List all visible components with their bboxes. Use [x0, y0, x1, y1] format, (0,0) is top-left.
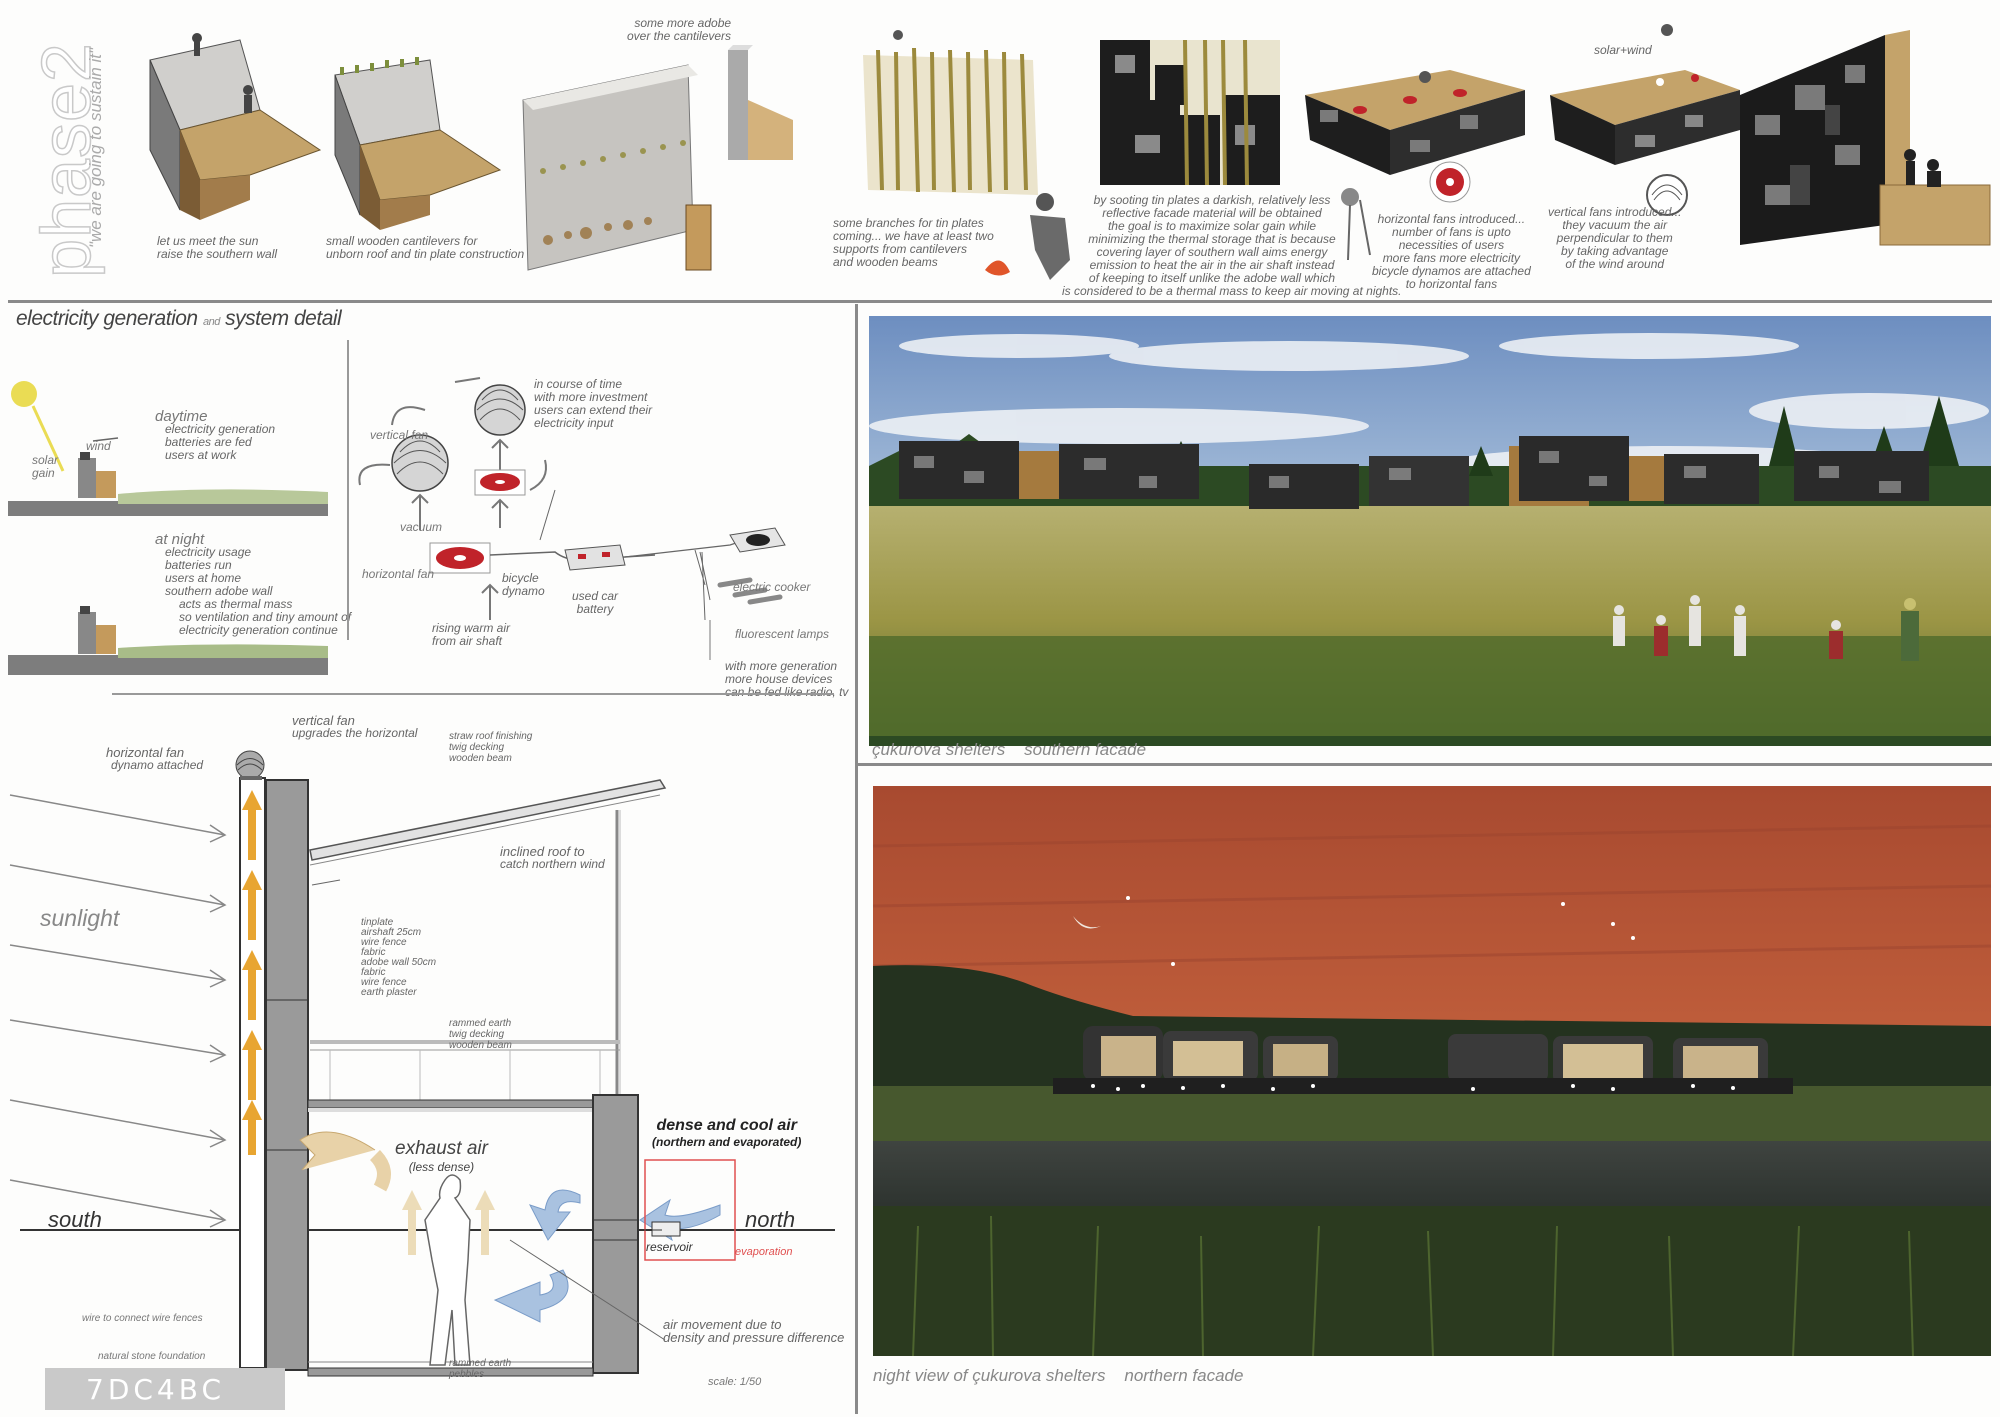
- step5-sooted-facade: [1100, 39, 1280, 186]
- step3-adobe-illustration: [522, 64, 712, 271]
- electricity-sub-divider: [347, 340, 349, 640]
- step5-caption: by sooting tin plates a darkish, relativ…: [1062, 193, 1402, 298]
- sunlight-label: sunlight: [40, 905, 120, 931]
- top-divider: [8, 300, 1992, 303]
- foundation-note: natural stone foundation: [98, 1351, 206, 1362]
- solar-label: solar: [32, 453, 59, 467]
- step2-cantilever-illustration: [334, 57, 502, 230]
- title-end: system detail: [225, 307, 342, 330]
- step8-caption: vertical fans introduced...they vacuum t…: [1548, 205, 1682, 271]
- night-caption: night view of çukurova shelters northern…: [873, 1366, 1244, 1385]
- vertical-fan-label: vertical fan: [370, 428, 429, 442]
- step7-solar-wind: [1550, 24, 1740, 165]
- reservoir-label: reservoir: [646, 1240, 693, 1254]
- vertical-divider: [855, 304, 858, 1414]
- day-render: [869, 316, 1991, 746]
- phase-subtitle: "we are going to sustain it": [86, 47, 105, 249]
- gain-label: gain: [32, 466, 55, 480]
- lamps-label: fluorescent lamps: [735, 627, 830, 641]
- wire-note: wire to connect wire fences: [82, 1313, 203, 1324]
- wind-label: wind: [86, 439, 111, 453]
- vacuum-label: vacuum: [400, 520, 443, 534]
- step6-dynamo-detail: [1341, 188, 1371, 261]
- south-label: south: [48, 1207, 102, 1232]
- step4-worker-fire: [985, 193, 1070, 280]
- phase-strip: phase2 "we are going to sustain it" let …: [0, 0, 2000, 300]
- step6-fan-detail: [1429, 161, 1471, 203]
- cooker-label: electric cooker: [733, 580, 811, 594]
- phase-title-block: phase2 "we are going to sustain it": [14, 10, 114, 292]
- scale-label: scale: 1/50: [708, 1376, 762, 1388]
- right-divider: [858, 763, 1992, 766]
- system-diagram: [358, 377, 786, 660]
- step4-branches-illustration: [863, 30, 1038, 195]
- title-main: electricity generation: [16, 307, 198, 330]
- daytime-illustration: [8, 381, 328, 516]
- step6-horizontal-fans: [1305, 70, 1525, 175]
- step1-wall-illustration: [149, 33, 322, 220]
- step7-vertical-fan-detail: [1646, 174, 1688, 216]
- dense-air-label: dense and cool air (northern and evapora…: [652, 1117, 802, 1149]
- step6-caption: horizontal fans introduced...number of f…: [1372, 212, 1531, 291]
- section-drawing: [9, 750, 835, 1410]
- code-label: 7DC4BC: [86, 1373, 226, 1406]
- north-label: north: [745, 1207, 796, 1232]
- electricity-title: electricity generation and system detail: [16, 307, 342, 331]
- exhaust-air-label: exhaust air (less dense): [395, 1138, 488, 1174]
- step3-cross-section: [728, 45, 793, 160]
- step8-final-shelter: [1740, 30, 1991, 246]
- horizontal-fan-label: horizontal fan: [362, 567, 435, 581]
- night-illustration: [8, 606, 328, 675]
- title-and: and: [202, 316, 220, 328]
- section-divider: [112, 693, 834, 695]
- day-caption: çukurova shelters southern facade: [872, 740, 1147, 759]
- night-render: [872, 786, 1992, 1357]
- evaporation-label: evaporation: [735, 1246, 793, 1258]
- step7-caption: solar+wind: [1594, 43, 1652, 57]
